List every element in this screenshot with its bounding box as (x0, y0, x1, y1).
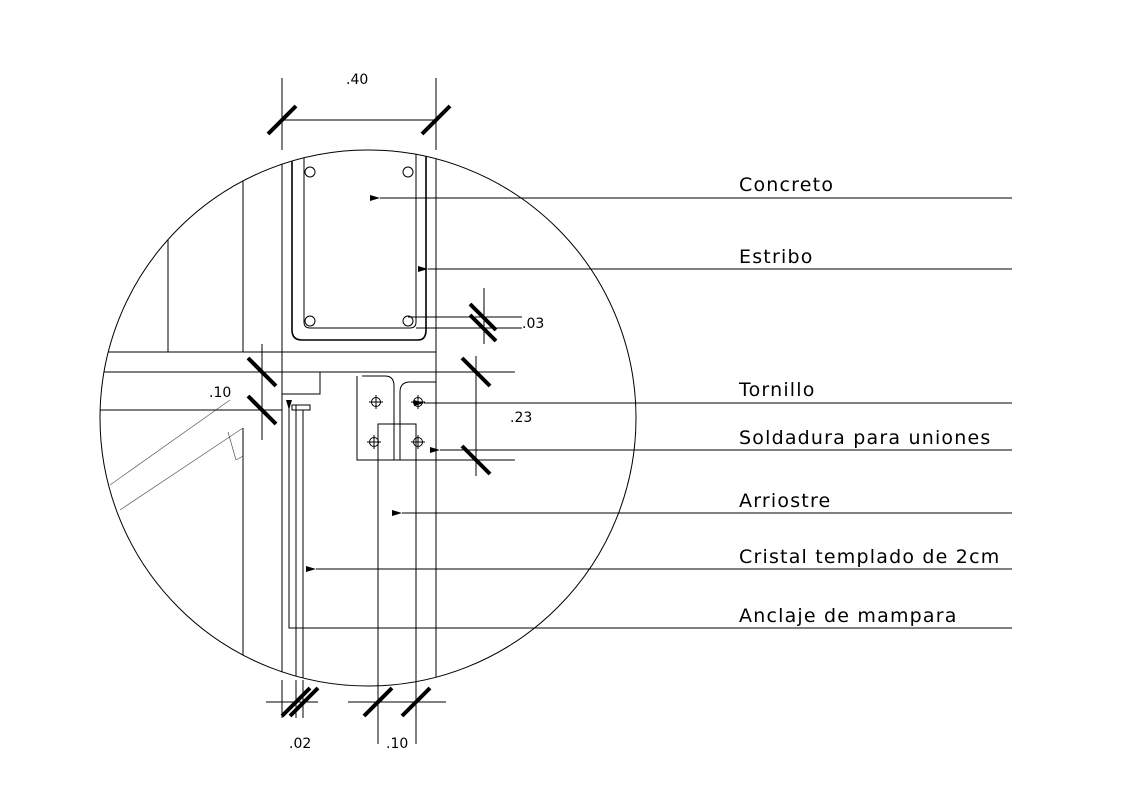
dim-slab: .10 (209, 385, 231, 401)
detail-circle (99, 149, 637, 687)
anchor-block (281, 371, 321, 395)
brace (377, 423, 417, 686)
label-concreto: Concreto (739, 174, 834, 196)
dimensions (246, 78, 522, 744)
label-tornillo: Tornillo (738, 379, 816, 401)
dim-plate-height: .23 (510, 410, 532, 426)
dim-top-width: .40 (346, 72, 368, 88)
label-anclaje: Anclaje de mampara (739, 605, 958, 627)
label-soldadura: Soldadura para uniones (739, 427, 991, 449)
label-arriostre: Arriostre (739, 490, 831, 512)
detail-content (100, 150, 515, 686)
steel-plate (356, 376, 437, 461)
leader-lines (286, 195, 1012, 629)
stirrup (291, 150, 427, 341)
dim-brace: .10 (386, 736, 408, 752)
dim-cover: .03 (522, 316, 544, 332)
concrete-beam (281, 150, 437, 353)
label-estribo: Estribo (739, 246, 814, 268)
dim-glass: .02 (289, 736, 311, 752)
label-cristal: Cristal templado de 2cm (739, 546, 1000, 568)
